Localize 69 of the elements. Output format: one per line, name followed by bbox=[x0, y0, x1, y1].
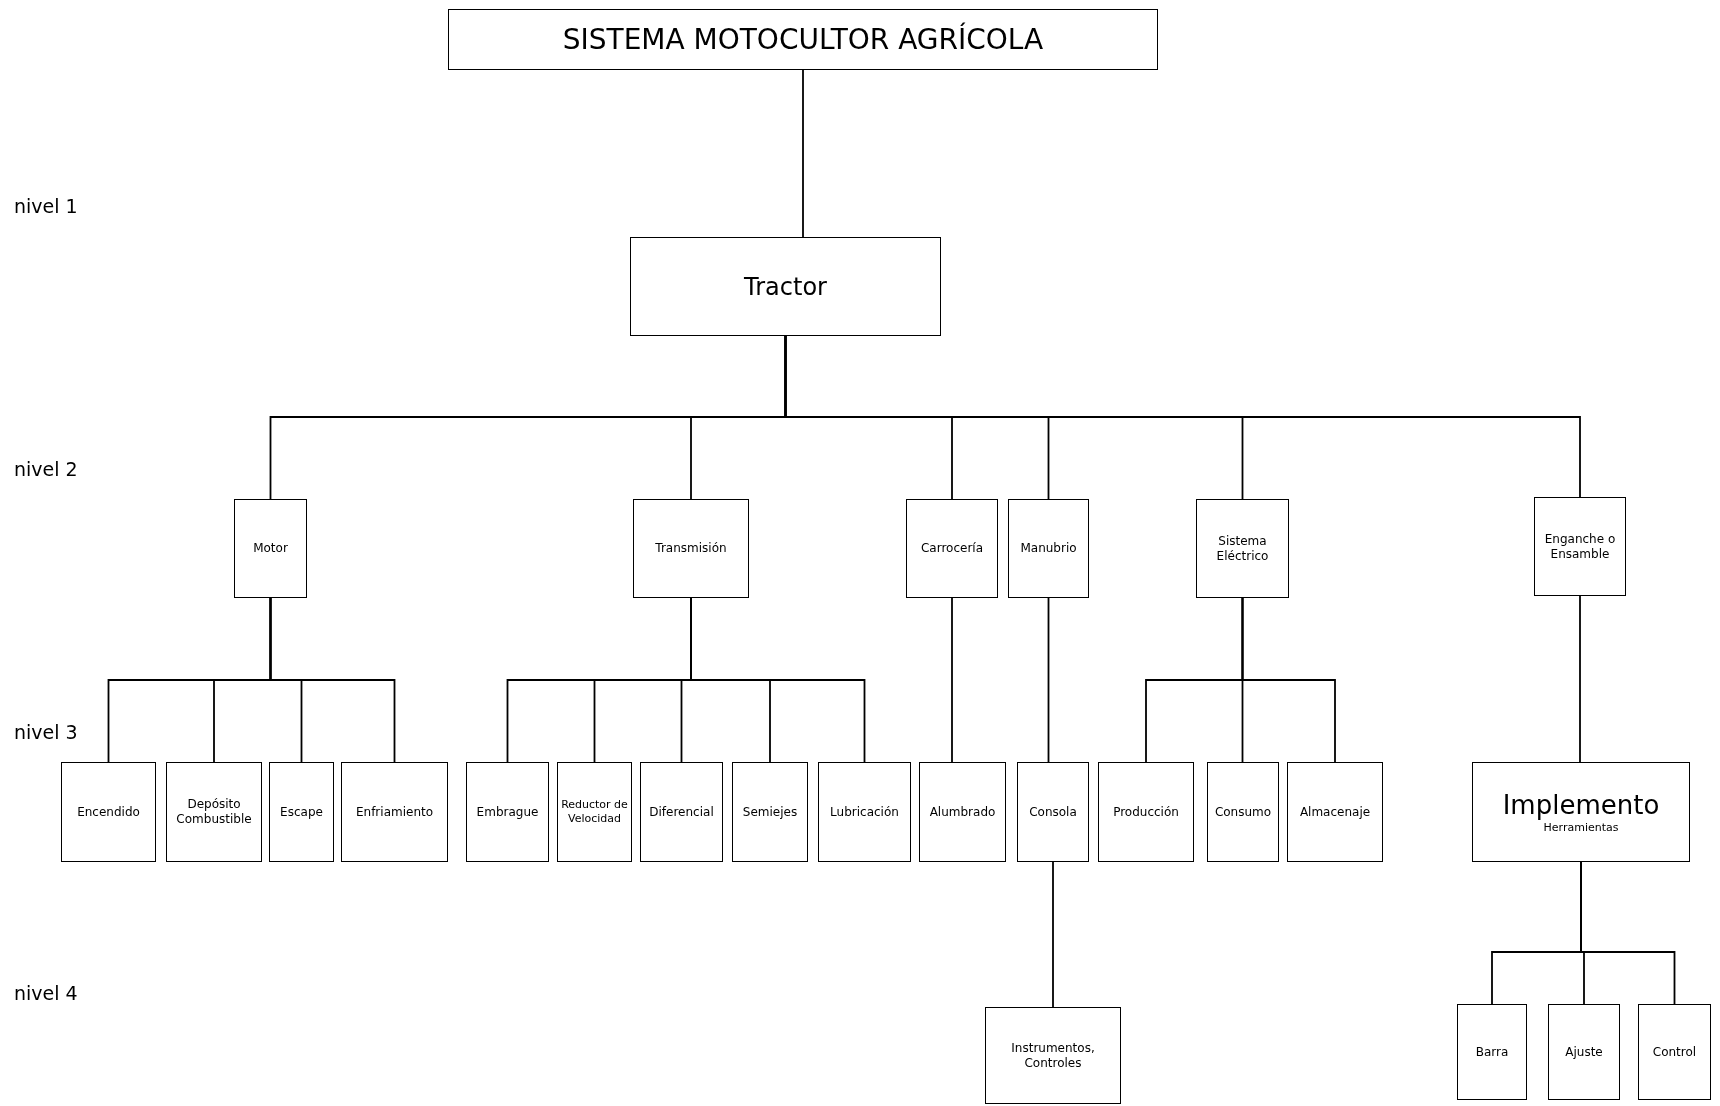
box-sublabel: Herramientas bbox=[1543, 821, 1619, 836]
component-box bbox=[1472, 762, 1690, 862]
component-box bbox=[1548, 1004, 1620, 1100]
box-label: Alumbrado bbox=[929, 804, 996, 820]
title-box bbox=[448, 9, 1158, 70]
box-label: Tractor bbox=[744, 271, 827, 302]
box-label: Implemento bbox=[1502, 788, 1660, 822]
connector-line bbox=[1047, 597, 1050, 763]
box-label: Manubrio bbox=[1020, 541, 1077, 556]
component-box bbox=[1457, 1004, 1527, 1100]
box-label: Depósito Combustible bbox=[175, 797, 253, 827]
connector-line bbox=[1580, 861, 1676, 1005]
component-box bbox=[557, 762, 632, 862]
box-label: Escape bbox=[280, 804, 323, 820]
box-label: Barra bbox=[1475, 1044, 1509, 1060]
box-label: Sistema Eléctrico bbox=[1215, 533, 1270, 564]
box-label: Consumo bbox=[1214, 804, 1272, 820]
component-box bbox=[61, 762, 156, 862]
component-box bbox=[633, 499, 749, 598]
connector-line bbox=[1579, 595, 1581, 763]
box-label: Semiejes bbox=[742, 804, 798, 820]
component-box bbox=[466, 762, 549, 862]
component-box bbox=[732, 762, 808, 862]
box-label: Motor bbox=[253, 541, 288, 556]
component-box bbox=[906, 499, 998, 598]
component-box bbox=[985, 1007, 1121, 1104]
box-label: Producción bbox=[1113, 804, 1179, 820]
component-box bbox=[234, 499, 307, 598]
box-label: Encendido bbox=[77, 804, 140, 820]
component-box bbox=[1638, 1004, 1711, 1100]
component-box bbox=[818, 762, 911, 862]
connector-line bbox=[1241, 597, 1336, 763]
component-box bbox=[1534, 497, 1626, 596]
component-box bbox=[1017, 762, 1089, 862]
box-label: Transmisión bbox=[655, 541, 727, 556]
connector-line bbox=[269, 597, 396, 763]
level-label: nivel 4 bbox=[14, 982, 78, 1004]
component-box bbox=[1287, 762, 1383, 862]
component-box bbox=[919, 762, 1006, 862]
box-label: Embrague bbox=[476, 804, 539, 820]
box-label: Ajuste bbox=[1565, 1044, 1603, 1060]
connector-line bbox=[784, 335, 1581, 498]
connector-line bbox=[1052, 861, 1054, 1008]
box-label: Diferencial bbox=[649, 804, 714, 820]
component-box bbox=[269, 762, 334, 862]
level-label: nivel 1 bbox=[14, 195, 78, 217]
box-label: Carrocería bbox=[920, 541, 984, 556]
box-label: Enfriamiento bbox=[355, 804, 434, 820]
box-label: SISTEMA MOTOCULTOR AGRÍCOLA bbox=[562, 22, 1044, 57]
box-label: Almacenaje bbox=[1299, 804, 1371, 820]
box-label: Enganche o Ensamble bbox=[1543, 531, 1617, 562]
connector-line bbox=[690, 597, 866, 763]
connector-line bbox=[951, 597, 953, 763]
component-box bbox=[640, 762, 723, 862]
component-box bbox=[1196, 499, 1289, 598]
component-box bbox=[630, 237, 941, 336]
connector-line bbox=[802, 69, 804, 238]
component-box bbox=[1207, 762, 1279, 862]
component-box bbox=[166, 762, 262, 862]
level-label: nivel 2 bbox=[14, 458, 78, 480]
box-label: Instrumentos, Controles bbox=[1010, 1040, 1096, 1071]
component-box bbox=[1008, 499, 1089, 598]
box-label: Lubricación bbox=[830, 804, 899, 820]
box-label: Consola bbox=[1029, 804, 1077, 820]
level-label: nivel 3 bbox=[14, 721, 78, 743]
component-box bbox=[1098, 762, 1194, 862]
box-label: Control bbox=[1652, 1044, 1697, 1060]
component-box bbox=[341, 762, 448, 862]
box-label: Reductor de Velocidad bbox=[560, 798, 629, 826]
